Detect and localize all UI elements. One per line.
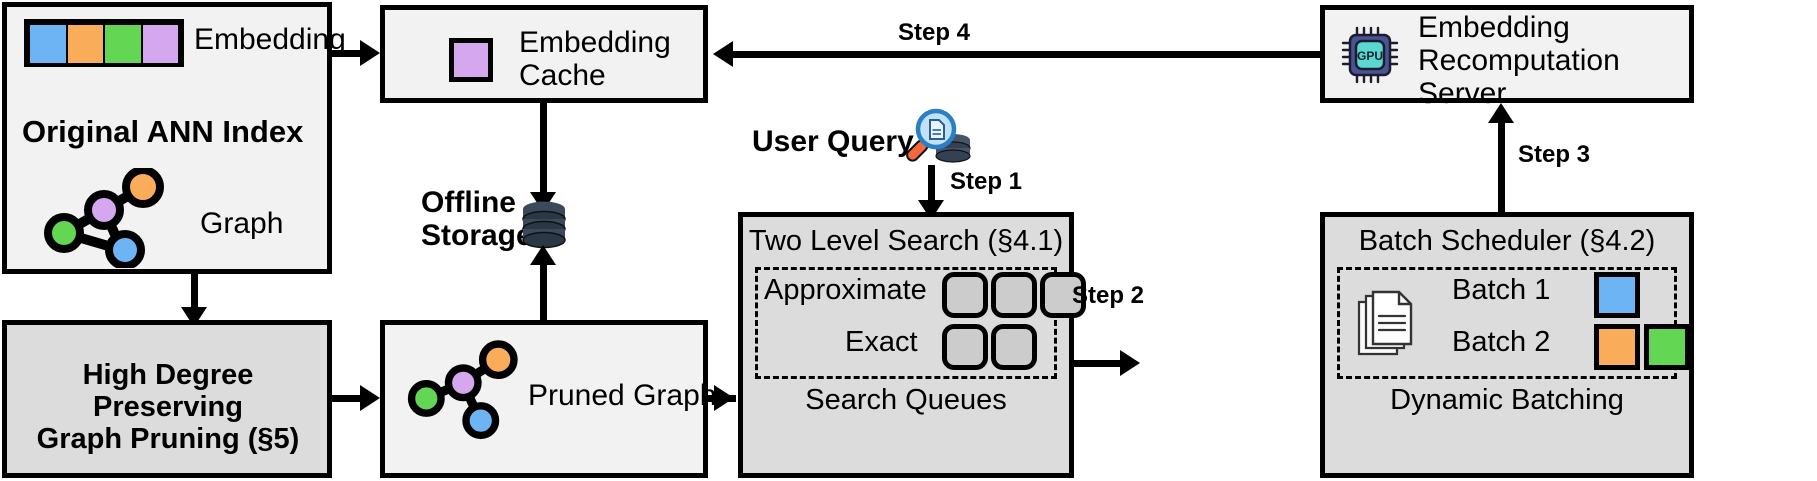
arrow-step3-head xyxy=(1488,103,1514,123)
embedding-label: Embedding xyxy=(194,23,346,56)
arrow-pruned-to-storage-head xyxy=(530,245,556,265)
step2-label: Step 2 xyxy=(1072,282,1145,309)
arrow-step4-head xyxy=(713,41,733,67)
embedding-recomputation-server-label: Embedding Recomputation Server xyxy=(1418,11,1620,110)
arrow-ann-to-cache-line xyxy=(332,50,364,57)
pruned-graph-label: Pruned Graph xyxy=(528,379,717,412)
pruned-graph-icon xyxy=(407,340,518,440)
two-level-search-row-1-label: Exact xyxy=(845,326,918,358)
arrow-ann-to-pruning-line xyxy=(191,274,198,312)
queue-cell xyxy=(991,324,1037,370)
two-level-search-row-0-label: Approximate xyxy=(764,274,927,306)
original-ann-index-title: Original ANN Index xyxy=(22,114,304,149)
two-level-search-title: Two Level Search (§4.1) xyxy=(748,225,1064,257)
arrow-cache-to-storage-line xyxy=(540,103,547,195)
box-embedding-cache xyxy=(380,5,708,103)
embedding-cell-0 xyxy=(29,24,67,64)
arrow-step2-line xyxy=(1074,360,1126,367)
svg-text:GPU: GPU xyxy=(1357,49,1383,63)
embedding-strip xyxy=(24,19,184,67)
arrow-pruning-to-pruned-head xyxy=(360,385,380,411)
batch-swatch xyxy=(1594,324,1640,370)
step3-label: Step 3 xyxy=(1518,141,1591,168)
box-high-degree-pruning xyxy=(2,320,332,478)
documents-icon xyxy=(1357,290,1413,356)
batch-scheduler-row-0-label: Batch 1 xyxy=(1452,274,1551,306)
queue-cell xyxy=(942,324,988,370)
arrow-step3-line xyxy=(1498,110,1505,212)
dynamic-batching-footer: Dynamic Batching xyxy=(1390,384,1624,416)
arrow-pruning-to-pruned-line xyxy=(332,395,364,402)
arrow-step4-line xyxy=(733,51,1321,58)
embedding-cache-label: Embedding Cache xyxy=(519,26,671,92)
arrow-step1-line xyxy=(928,165,935,205)
arrow-ann-to-cache-head xyxy=(360,40,380,66)
offline-storage-label: Offline Storage xyxy=(421,186,533,252)
embedding-cache-swatch xyxy=(449,38,493,82)
two-level-search-row-1-queues xyxy=(942,324,1037,370)
queue-cell xyxy=(1040,272,1086,318)
arrow-step2-head xyxy=(1120,350,1140,376)
arrow-pruned-to-storage-line xyxy=(540,262,547,320)
database-icon xyxy=(522,201,566,249)
batch-scheduler-row-1-swatches xyxy=(1594,324,1690,370)
queue-cell xyxy=(942,272,988,318)
graph-label: Graph xyxy=(200,207,284,240)
gpu-chip-icon: GPU xyxy=(1341,26,1399,84)
batch-scheduler-title: Batch Scheduler (§4.2) xyxy=(1358,225,1656,257)
user-query-label: User Query xyxy=(752,125,914,158)
embedding-cell-1 xyxy=(66,24,104,64)
embedding-cell-3 xyxy=(141,24,179,64)
step4-label: Step 4 xyxy=(898,19,971,46)
arrow-pruned-to-search-head xyxy=(714,385,734,411)
original-graph-icon xyxy=(44,168,164,268)
search-queues-panel xyxy=(755,267,1057,379)
search-queues-footer: Search Queues xyxy=(805,384,1007,416)
batch-swatch xyxy=(1644,324,1690,370)
batch-swatch xyxy=(1594,272,1640,318)
dynamic-batching-panel xyxy=(1337,267,1677,379)
queue-cell xyxy=(991,272,1037,318)
embedding-cell-2 xyxy=(104,24,142,64)
query-search-icon xyxy=(906,108,971,163)
two-level-search-row-0-queues xyxy=(942,272,1086,318)
batch-scheduler-row-1-label: Batch 2 xyxy=(1452,326,1551,358)
high-degree-pruning-label: High Degree Preserving Graph Pruning (§5… xyxy=(36,359,300,455)
batch-scheduler-row-0-swatches xyxy=(1594,272,1640,318)
step1-label: Step 1 xyxy=(950,168,1023,195)
